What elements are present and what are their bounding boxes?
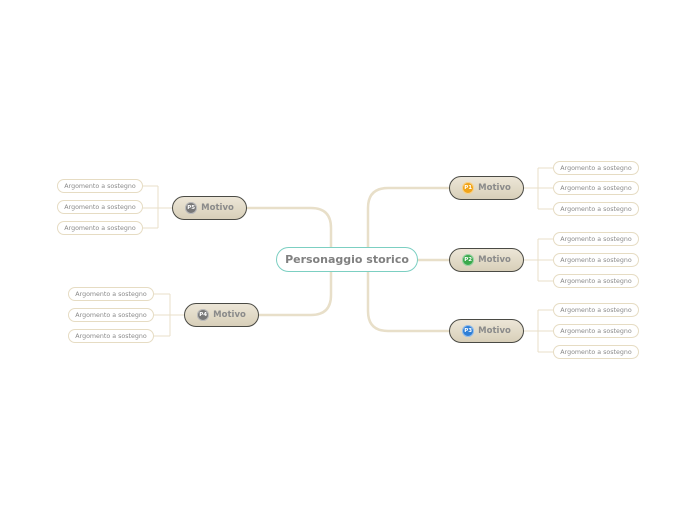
- support-node-p5-2[interactable]: Argomento a sostegno: [57, 200, 143, 214]
- motivo-label: Motivo: [213, 310, 246, 320]
- motivo-label: Motivo: [478, 326, 511, 336]
- motivo-node-p2[interactable]: P2 Motivo: [449, 248, 524, 272]
- support-node-p1-1[interactable]: Argomento a sostegno: [553, 161, 639, 175]
- support-node-p3-3[interactable]: Argomento a sostegno: [553, 345, 639, 359]
- support-node-p3-1[interactable]: Argomento a sostegno: [553, 303, 639, 317]
- support-node-p5-3[interactable]: Argomento a sostegno: [57, 221, 143, 235]
- support-node-p1-3[interactable]: Argomento a sostegno: [553, 202, 639, 216]
- motivo-node-p5[interactable]: P5 Motivo: [172, 196, 247, 220]
- priority-5-icon: P5: [185, 202, 198, 214]
- support-node-p2-2[interactable]: Argomento a sostegno: [553, 253, 639, 267]
- support-node-p2-1[interactable]: Argomento a sostegno: [553, 232, 639, 246]
- central-topic[interactable]: Personaggio storico: [276, 247, 418, 272]
- support-node-p2-3[interactable]: Argomento a sostegno: [553, 274, 639, 288]
- motivo-node-p4[interactable]: P4 Motivo: [184, 303, 259, 327]
- support-node-p4-2[interactable]: Argomento a sostegno: [68, 308, 154, 322]
- central-topic-label: Personaggio storico: [285, 253, 409, 266]
- motivo-label: Motivo: [201, 203, 234, 213]
- support-node-p5-1[interactable]: Argomento a sostegno: [57, 179, 143, 193]
- priority-2-icon: P2: [462, 254, 475, 266]
- support-node-p4-3[interactable]: Argomento a sostegno: [68, 329, 154, 343]
- motivo-label: Motivo: [478, 183, 511, 193]
- support-node-p4-1[interactable]: Argomento a sostegno: [68, 287, 154, 301]
- motivo-node-p1[interactable]: P1 Motivo: [449, 176, 524, 200]
- priority-1-icon: P1: [462, 182, 475, 194]
- motivo-label: Motivo: [478, 255, 511, 265]
- support-node-p3-2[interactable]: Argomento a sostegno: [553, 324, 639, 338]
- support-node-p1-2[interactable]: Argomento a sostegno: [553, 181, 639, 195]
- motivo-node-p3[interactable]: P3 Motivo: [449, 319, 524, 343]
- priority-3-icon: P3: [462, 325, 475, 337]
- priority-4-icon: P4: [197, 309, 210, 321]
